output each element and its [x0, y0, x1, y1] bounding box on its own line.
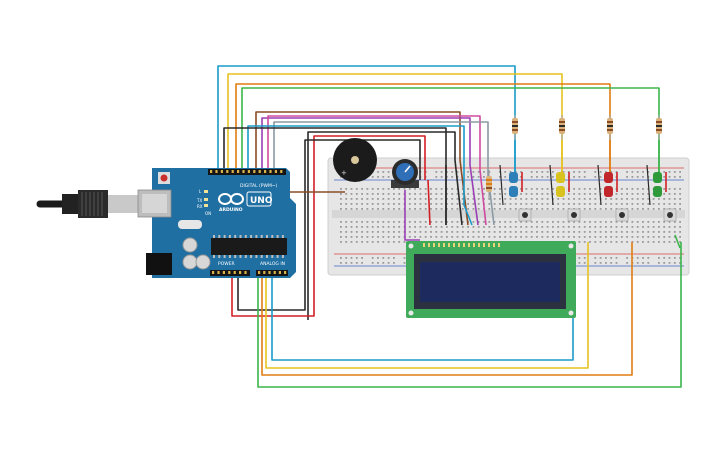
wire-brown-lcd[interactable] [255, 111, 469, 226]
resistor-3[interactable] [607, 115, 613, 140]
wire-black-gnd-3[interactable] [237, 139, 421, 311]
pushbutton-1[interactable] [518, 208, 532, 222]
l-label: L [199, 189, 202, 194]
led-blue-1[interactable] [509, 172, 518, 183]
usb-cable [36, 190, 138, 218]
digital-label: DIGITAL (PWM~) [240, 183, 278, 189]
lcd-pin-header [423, 243, 500, 247]
pushbutton-3[interactable] [615, 208, 629, 222]
lcd-16x2[interactable] [406, 241, 576, 318]
wire-pink-lcd[interactable] [267, 115, 487, 226]
led-red-2[interactable] [604, 186, 613, 197]
led-yellow-1[interactable] [556, 172, 565, 183]
dc-jack [146, 253, 172, 275]
wire-green-button-rail[interactable] [674, 234, 681, 249]
wire-blue-lcd[interactable] [247, 125, 473, 226]
led-column-3 [597, 140, 629, 222]
piezo-buzzer[interactable]: + [333, 138, 377, 182]
arduino-brand: ARDUINO [219, 207, 243, 213]
wire-red-5v[interactable] [231, 135, 426, 317]
wire-red-pot[interactable] [427, 179, 431, 226]
wire-yellow-bottom[interactable] [265, 242, 589, 369]
wire-purple-lcd[interactable] [261, 117, 479, 226]
led-blue-2[interactable] [509, 186, 518, 197]
led-yellow-2[interactable] [556, 186, 565, 197]
atmega-chip [211, 238, 287, 255]
resistor-5[interactable] [486, 170, 492, 200]
resistor-2[interactable] [559, 115, 565, 140]
led-red-1[interactable] [604, 172, 613, 183]
on-label: ON [205, 211, 211, 216]
resistors [486, 115, 662, 200]
chip-pins [213, 235, 284, 258]
arduino-uno[interactable]: DIGITAL (PWM~) POWER ANALOG IN TX RX L O… [137, 168, 296, 278]
resistor-1[interactable] [512, 115, 518, 140]
usb-plug-metal [108, 195, 138, 213]
wire-orange-bottom[interactable] [261, 242, 633, 376]
arduino-infinity-logo [218, 193, 244, 205]
pushbutton-2[interactable] [567, 208, 581, 222]
led-green-1[interactable] [653, 172, 662, 183]
rx-label: RX [197, 204, 203, 209]
led-column-1 [499, 140, 532, 222]
arduino-model: UNO [250, 196, 273, 206]
digital-header-pins [210, 170, 283, 173]
power-label: POWER [218, 261, 235, 267]
resistor-4[interactable] [656, 115, 662, 140]
wire-black-gnd-2[interactable] [307, 131, 463, 320]
pushbutton-4[interactable] [663, 208, 677, 222]
led-column-2 [549, 140, 581, 222]
wires [217, 65, 682, 388]
led-column-4 [646, 140, 677, 222]
analog-header [256, 270, 288, 276]
tx-label: TX [196, 198, 202, 203]
breadboard-center-channel [332, 210, 685, 218]
wire-purple-pot[interactable] [404, 190, 420, 241]
buzzer-plus-label: + [341, 169, 347, 177]
digital-header [208, 169, 286, 175]
bottom-header-pins [212, 271, 287, 274]
lcd-screen [420, 262, 560, 302]
potentiometer[interactable] [391, 159, 419, 188]
wire-green-bottom[interactable] [257, 242, 682, 388]
analog-label: ANALOG IN [260, 261, 285, 267]
led-green-2[interactable] [653, 186, 662, 197]
